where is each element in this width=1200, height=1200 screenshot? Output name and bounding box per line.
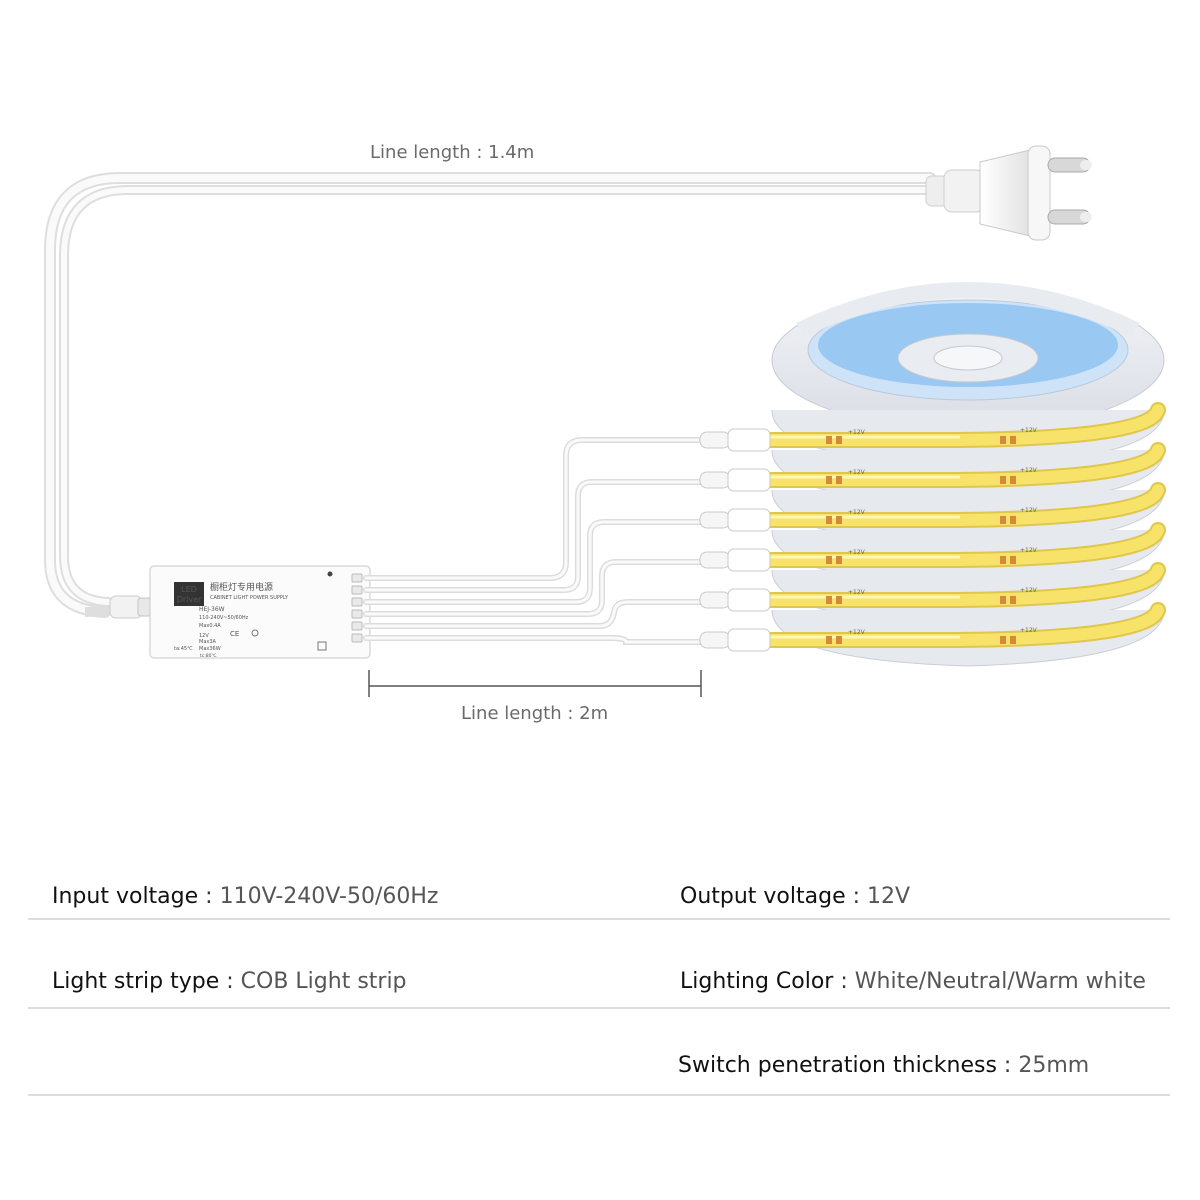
spec-label: Output voltage — [680, 884, 846, 909]
strip-voltage-mark: +12V — [848, 509, 866, 516]
strip-row: +12V +12V — [699, 602, 1166, 667]
divider — [28, 1094, 1170, 1096]
strip-connector — [699, 471, 731, 489]
led-strip-reels — [771, 282, 1165, 431]
strip-connector — [699, 631, 731, 649]
driver-output-voltage: 12V — [199, 633, 209, 639]
spec-output-voltage: Output voltage : 12V — [680, 884, 911, 909]
strip-voltage-mark: +12V — [1020, 547, 1038, 554]
spec-label: Lighting Color — [680, 969, 834, 994]
driver-logo-line1: LED — [181, 585, 197, 594]
strip-voltage-mark: +12V — [848, 469, 866, 476]
strip-connector — [699, 551, 731, 569]
strip-voltage-mark: +12V — [1020, 587, 1038, 594]
spec-value: White/Neutral/Warm white — [854, 969, 1146, 994]
spec-input-voltage: Input voltage : 110V-240V-50/60Hz — [52, 884, 439, 909]
strip-connector — [699, 431, 731, 449]
driver-input-lead — [84, 595, 153, 619]
strip-voltage-mark: +12V — [848, 549, 866, 556]
driver-temp-max: tc:80℃ — [200, 653, 217, 659]
strip-voltage-mark: +12V — [848, 629, 866, 636]
strip-connector — [699, 591, 731, 609]
driver-output-power: Max36W — [199, 646, 221, 652]
indicator-dot-icon — [327, 571, 333, 577]
divider — [28, 1007, 1170, 1009]
strip-rows: +12V+12V+12V+12V+12V+12V+12V+12V+12V+12V… — [699, 402, 1166, 667]
strip-voltage-mark: +12V — [1020, 627, 1038, 634]
driver-model: HEJ-36W — [199, 606, 225, 613]
spec-lighting-color: Lighting Color : White/Neutral/Warm whit… — [680, 969, 1146, 994]
output-cables — [363, 437, 708, 645]
wiring-illustration: LED Driver 橱柜灯专用电源 CABINET LIGHT POWER S… — [44, 145, 1166, 697]
spec-value: 110V-240V-50/60Hz — [219, 884, 439, 909]
driver-temp-min: ta:45℃ — [174, 646, 193, 652]
certification-icon — [251, 629, 259, 637]
driver-input: 110-240V~50/60Hz — [199, 615, 249, 621]
spec-value: 12V — [867, 884, 911, 909]
strip-voltage-mark: +12V — [848, 429, 866, 436]
top-line-length-label: Line length : 1.4m — [370, 142, 535, 163]
strip-voltage-mark: +12V — [1020, 507, 1038, 514]
driver-subtitle: CABINET LIGHT POWER SUPPLY — [210, 595, 289, 601]
spec-label: Input voltage — [52, 884, 199, 909]
bottom-line-length-label: Line length : 2m — [461, 703, 609, 724]
driver-title: 橱柜灯专用电源 — [210, 581, 273, 593]
led-driver: LED Driver 橱柜灯专用电源 CABINET LIGHT POWER S… — [149, 565, 371, 659]
strip-voltage-mark: +12V — [848, 589, 866, 596]
driver-logo-line2: Driver — [177, 595, 202, 604]
divider — [28, 918, 1170, 920]
driver-output-ports — [351, 573, 363, 643]
driver-output-current: Max3A — [199, 639, 217, 645]
product-diagram: LED Driver 橱柜灯专用电源 CABINET LIGHT POWER S… — [44, 142, 1166, 724]
dimension-bracket — [368, 670, 702, 697]
spec-value: 25mm — [1018, 1053, 1090, 1078]
eu-plug-icon — [925, 145, 1092, 241]
driver-input-current: Max0.4A — [199, 623, 221, 629]
recycle-mark-icon — [317, 641, 327, 651]
spec-light-strip-type: Light strip type : COB Light strip — [52, 969, 407, 994]
spec-switch-thickness: Switch penetration thickness : 25mm — [678, 1053, 1090, 1078]
power-cable — [44, 172, 936, 618]
spec-value: COB Light strip — [240, 969, 407, 994]
ce-mark-icon: CE — [230, 630, 239, 638]
strip-voltage-mark: +12V — [1020, 427, 1038, 434]
spec-label: Light strip type — [52, 969, 220, 994]
spec-label: Switch penetration thickness — [678, 1053, 997, 1078]
strip-connector — [699, 511, 731, 529]
strip-voltage-mark: +12V — [1020, 467, 1038, 474]
